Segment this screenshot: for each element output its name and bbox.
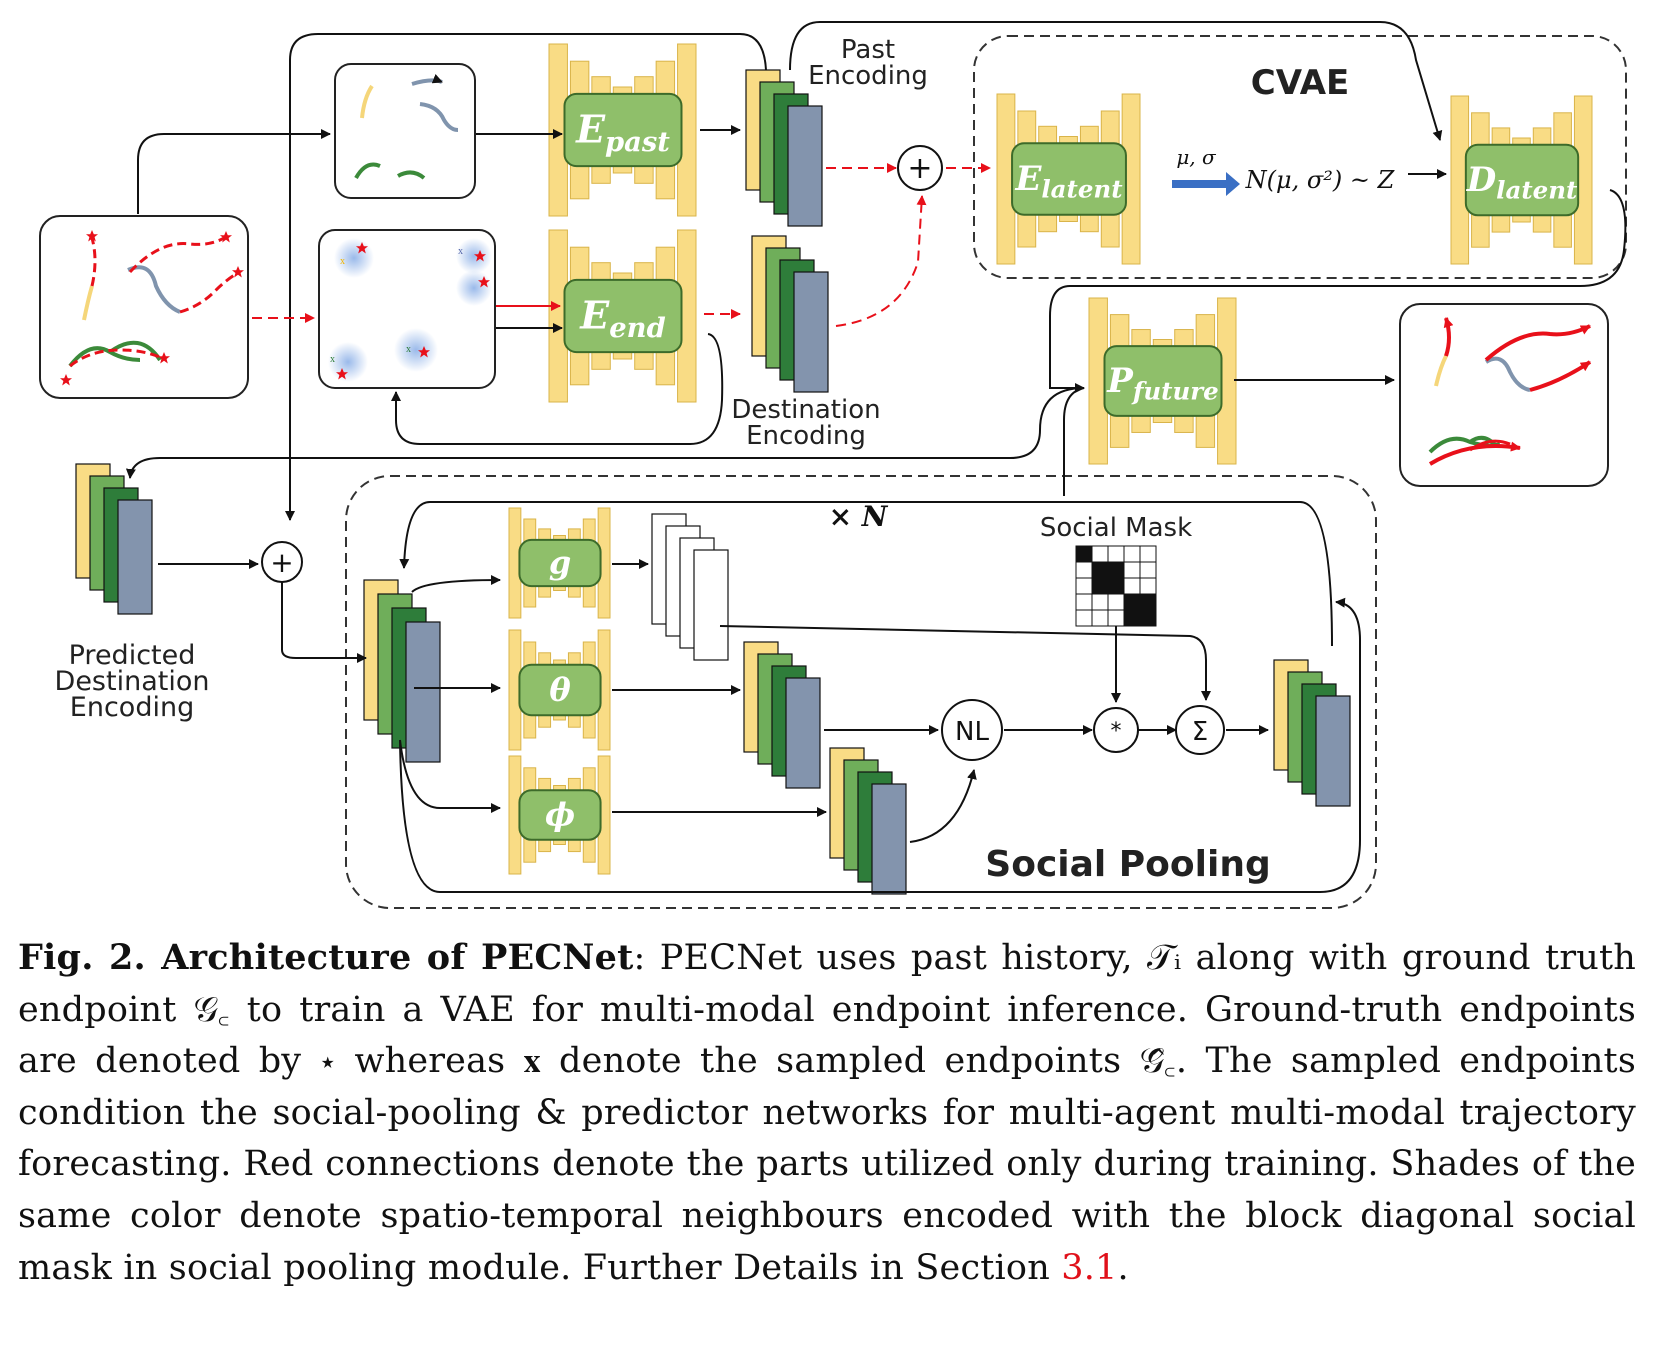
svg-text:Dlatent: Dlatent [1466,160,1578,204]
past-trajectory-icon [334,63,476,199]
pecnet-architecture-diagram: x x x x CVAE Social Pooling × N EpastEen… [39,21,1627,909]
social-pooling-label: Social Pooling [985,844,1270,885]
svg-text:θ: θ [549,671,571,709]
phi-module: ϕ [508,755,611,875]
svg-text:g: g [549,544,571,582]
mu-sigma-label: μ, σ [1176,145,1217,169]
social-pooling-region [345,475,1377,909]
theta-module: θ [508,629,611,751]
plus-node-pooling: + [261,541,303,583]
cvae-region [973,35,1627,279]
predicted-destination-label-2: Destination [55,666,210,697]
p-future-module: Pfuture [1088,297,1237,465]
nl-node: NL [941,699,1003,761]
svg-text:Σ: Σ [1192,717,1208,747]
plus-node-cvae: + [897,145,943,191]
svg-text:x: x [458,246,463,257]
past-encoding-stack [745,69,823,227]
phi-output-stack [829,747,907,895]
gaussian-label: N(μ, σ²) ~ Z [1245,166,1396,194]
svg-text:x: x [330,354,335,365]
multiply-node: * [1093,707,1139,753]
cvae-label: CVAE [1251,63,1350,103]
sum-node: Σ [1175,705,1225,755]
social-mask-label: Social Mask [1040,513,1192,543]
caption-section-link[interactable]: 3.1 [1061,1247,1118,1288]
pooling-input-stack [363,579,441,763]
svg-text:*: * [1111,719,1122,744]
theta-output-stack [743,641,821,789]
g-module: g [508,507,611,619]
svg-text:NL: NL [955,717,989,747]
predicted-destination-stack [75,463,153,615]
times-n-label: × N [829,500,889,533]
svg-text:x: x [340,256,345,267]
endpoint-heatmap-icon: x x x x [318,229,496,389]
caption-text: : PECNet uses past history, 𝒯ᵢ along wit… [18,938,1636,1288]
past-encoding-label-2: Encoding [808,61,928,91]
e-latent-module: Elatent [996,93,1141,265]
d-latent-module: Dlatent [1450,95,1593,265]
svg-text:ϕ: ϕ [545,796,575,834]
svg-text:+: + [270,546,293,579]
svg-text:+: + [907,151,932,186]
svg-text:x: x [406,344,411,355]
destination-encoding-stack [751,235,829,393]
figure-caption: Fig. 2. Architecture of PECNet: PECNet u… [18,932,1636,1294]
social-mask-grid-icon [1075,545,1157,627]
blue-sampling-arrow [1172,172,1240,196]
caption-end: . [1117,1247,1129,1288]
pooling-output-stack [1273,659,1351,807]
trajectory-input-icon [39,215,249,399]
e-past-module: Epast [548,43,697,217]
predicted-trajectory-icon [1399,303,1609,487]
g-output-stack [651,513,729,661]
destination-encoding-label-1: Destination [731,395,880,425]
e-end-module: Eend [548,229,697,403]
destination-encoding-label-2: Encoding [746,421,866,451]
past-encoding-label-1: Past [841,35,895,65]
predicted-destination-label-1: Predicted [69,640,196,671]
predicted-destination-label-3: Encoding [70,692,194,723]
caption-fig-label: Fig. 2. Architecture of PECNet [18,937,634,978]
